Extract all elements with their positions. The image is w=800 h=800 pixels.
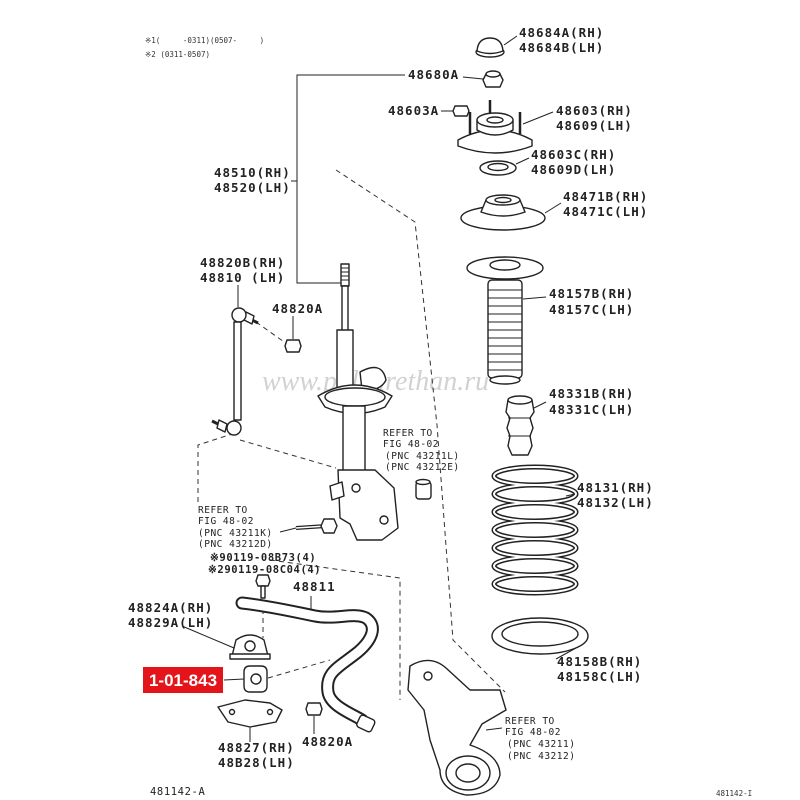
- callout-48331-lh: 48331C(LH): [549, 402, 634, 417]
- callout-48820a-bottom: 48820A: [302, 734, 353, 749]
- highlight-badge-label: 1-01-843: [149, 671, 217, 690]
- callout-48603-rh: 48603(RH): [556, 103, 633, 118]
- strut-support-mount: [457, 100, 533, 154]
- callout-48510-rh: 48510(RH): [214, 165, 291, 180]
- stabilizer-link: [211, 307, 259, 436]
- refer-note-line: FIG 48-02: [198, 516, 254, 527]
- refer-note-strut: REFER TO FIG 48-02 (PNC 43211L) (PNC 432…: [383, 428, 460, 473]
- stabilizer-bushing: [243, 665, 268, 693]
- refer-note-line: (PNC 43211K): [198, 528, 273, 539]
- dashed-guides: [197, 169, 506, 700]
- callout-48820b-rh: 48820B(RH): [200, 255, 285, 270]
- leader-line: [279, 527, 297, 533]
- bump-stop: [505, 395, 535, 456]
- callout-48331-rh: 48331B(RH): [549, 386, 634, 401]
- refer-note-line: (PNC 43212): [507, 751, 575, 762]
- refer-note-line: REFER TO: [383, 428, 433, 439]
- callout-48824a-rh: 48824A(RH): [128, 600, 213, 615]
- mount-nut: [452, 105, 470, 117]
- lower-spring-insulator: [491, 617, 589, 655]
- callout-48131-rh: 48131(RH): [577, 480, 654, 495]
- leader-line: [522, 296, 547, 300]
- refer-note-knuckle: REFER TO FIG 48-02 (PNC 43211) (PNC 4321…: [505, 716, 575, 762]
- highlight-badge-bg: [143, 667, 223, 693]
- refer-note-line: REFER TO: [505, 716, 555, 727]
- dust-boot: [466, 256, 544, 385]
- strut-mount-bolt: [295, 518, 338, 534]
- bolt-callout-2: ※290119-08C04(4): [208, 564, 321, 576]
- highlight-badge: 1-01-843: [143, 667, 223, 693]
- link-nut-bottom: [305, 702, 323, 716]
- strut-top-nut: [482, 70, 504, 88]
- callout-48603-lh: 48609(LH): [556, 118, 633, 133]
- dashed-guide-link-nut: [255, 321, 288, 345]
- leader-line: [296, 74, 405, 284]
- callout-48603c-rh: 48603C(RH): [531, 147, 616, 162]
- leader-line: [522, 111, 554, 125]
- upper-spring-seat: [460, 194, 546, 231]
- callout-48158-lh: 48158C(LH): [557, 669, 642, 684]
- callout-48680a: 48680A: [408, 67, 459, 82]
- strut-mount-cap: [475, 37, 505, 58]
- note-2: ※2 (0311-0507): [145, 50, 210, 59]
- refer-note-bolt: REFER TO FIG 48-02 (PNC 43211K) (PNC 432…: [198, 505, 273, 550]
- leader-line: [544, 202, 562, 214]
- leader-line: [462, 76, 484, 80]
- figure-code-left: 481142-A: [150, 786, 205, 798]
- callout-48820a-top: 48820A: [272, 301, 323, 316]
- callout-48820b-lh: 48810 (LH): [200, 270, 285, 285]
- refer-note-line: (PNC 43211L): [385, 451, 460, 462]
- bolt-callout-1: ※90119-08B73(4): [210, 552, 316, 564]
- callout-48603c-lh: 48609D(LH): [531, 162, 616, 177]
- leader-line: [533, 401, 547, 409]
- callout-48684-lh: 48684B(LH): [519, 40, 604, 55]
- callout-48131-lh: 48132(LH): [577, 495, 654, 510]
- bearing-ring: [479, 160, 517, 176]
- link-nut-top: [284, 339, 302, 353]
- callout-48471-rh: 48471B(RH): [563, 189, 648, 204]
- callout-48824a-lh: 48829A(LH): [128, 615, 213, 630]
- steering-knuckle: [407, 659, 507, 796]
- bracket-bolt: [255, 574, 271, 599]
- refer-note-line: FIG 48-02: [383, 439, 439, 450]
- leader-line: [515, 157, 530, 165]
- callout-48603a: 48603A: [388, 103, 439, 118]
- leader-line: [485, 727, 503, 731]
- callout-48471-lh: 48471C(LH): [563, 204, 648, 219]
- callout-48158-rh: 48158B(RH): [557, 654, 642, 669]
- note-1: ※1( -0311)(0507- ): [145, 36, 264, 45]
- callout-48811: 48811: [293, 579, 336, 594]
- stabilizer-bar: [235, 596, 379, 733]
- dashed-guide-strut: [335, 169, 506, 693]
- leader-line: [565, 493, 576, 497]
- dashed-guide-link: [197, 433, 233, 502]
- stabilizer-bracket: [217, 699, 283, 728]
- callout-48827-lh: 48B28(LH): [218, 755, 295, 770]
- refer-note-line: (PNC 43212D): [198, 539, 273, 550]
- strut-side-nut: [415, 478, 432, 500]
- leader-line: [181, 625, 235, 649]
- leader-line: [555, 647, 577, 660]
- refer-note-line: REFER TO: [198, 505, 248, 516]
- refer-note-line: (PNC 43212E): [385, 462, 460, 473]
- dashed-guide-link-lower: [239, 439, 337, 469]
- figure-code-right: 481142-I: [716, 789, 752, 798]
- callout-48684-rh: 48684A(RH): [519, 25, 604, 40]
- leader-line: [503, 35, 518, 46]
- shock-absorber-strut: [317, 263, 399, 541]
- callout-48157-rh: 48157B(RH): [549, 286, 634, 301]
- coil-spring: [491, 464, 579, 596]
- stabilizer-bushing-bracket: [229, 634, 271, 660]
- refer-note-line: (PNC 43211): [507, 739, 575, 750]
- callout-48827-rh: 48827(RH): [218, 740, 295, 755]
- leader-line: [223, 678, 245, 681]
- callout-48157-lh: 48157C(LH): [549, 302, 634, 317]
- refer-note-line: FIG 48-02: [505, 727, 561, 738]
- dashed-guide-bushing: [267, 659, 331, 679]
- callout-48510-lh: 48520(LH): [214, 180, 291, 195]
